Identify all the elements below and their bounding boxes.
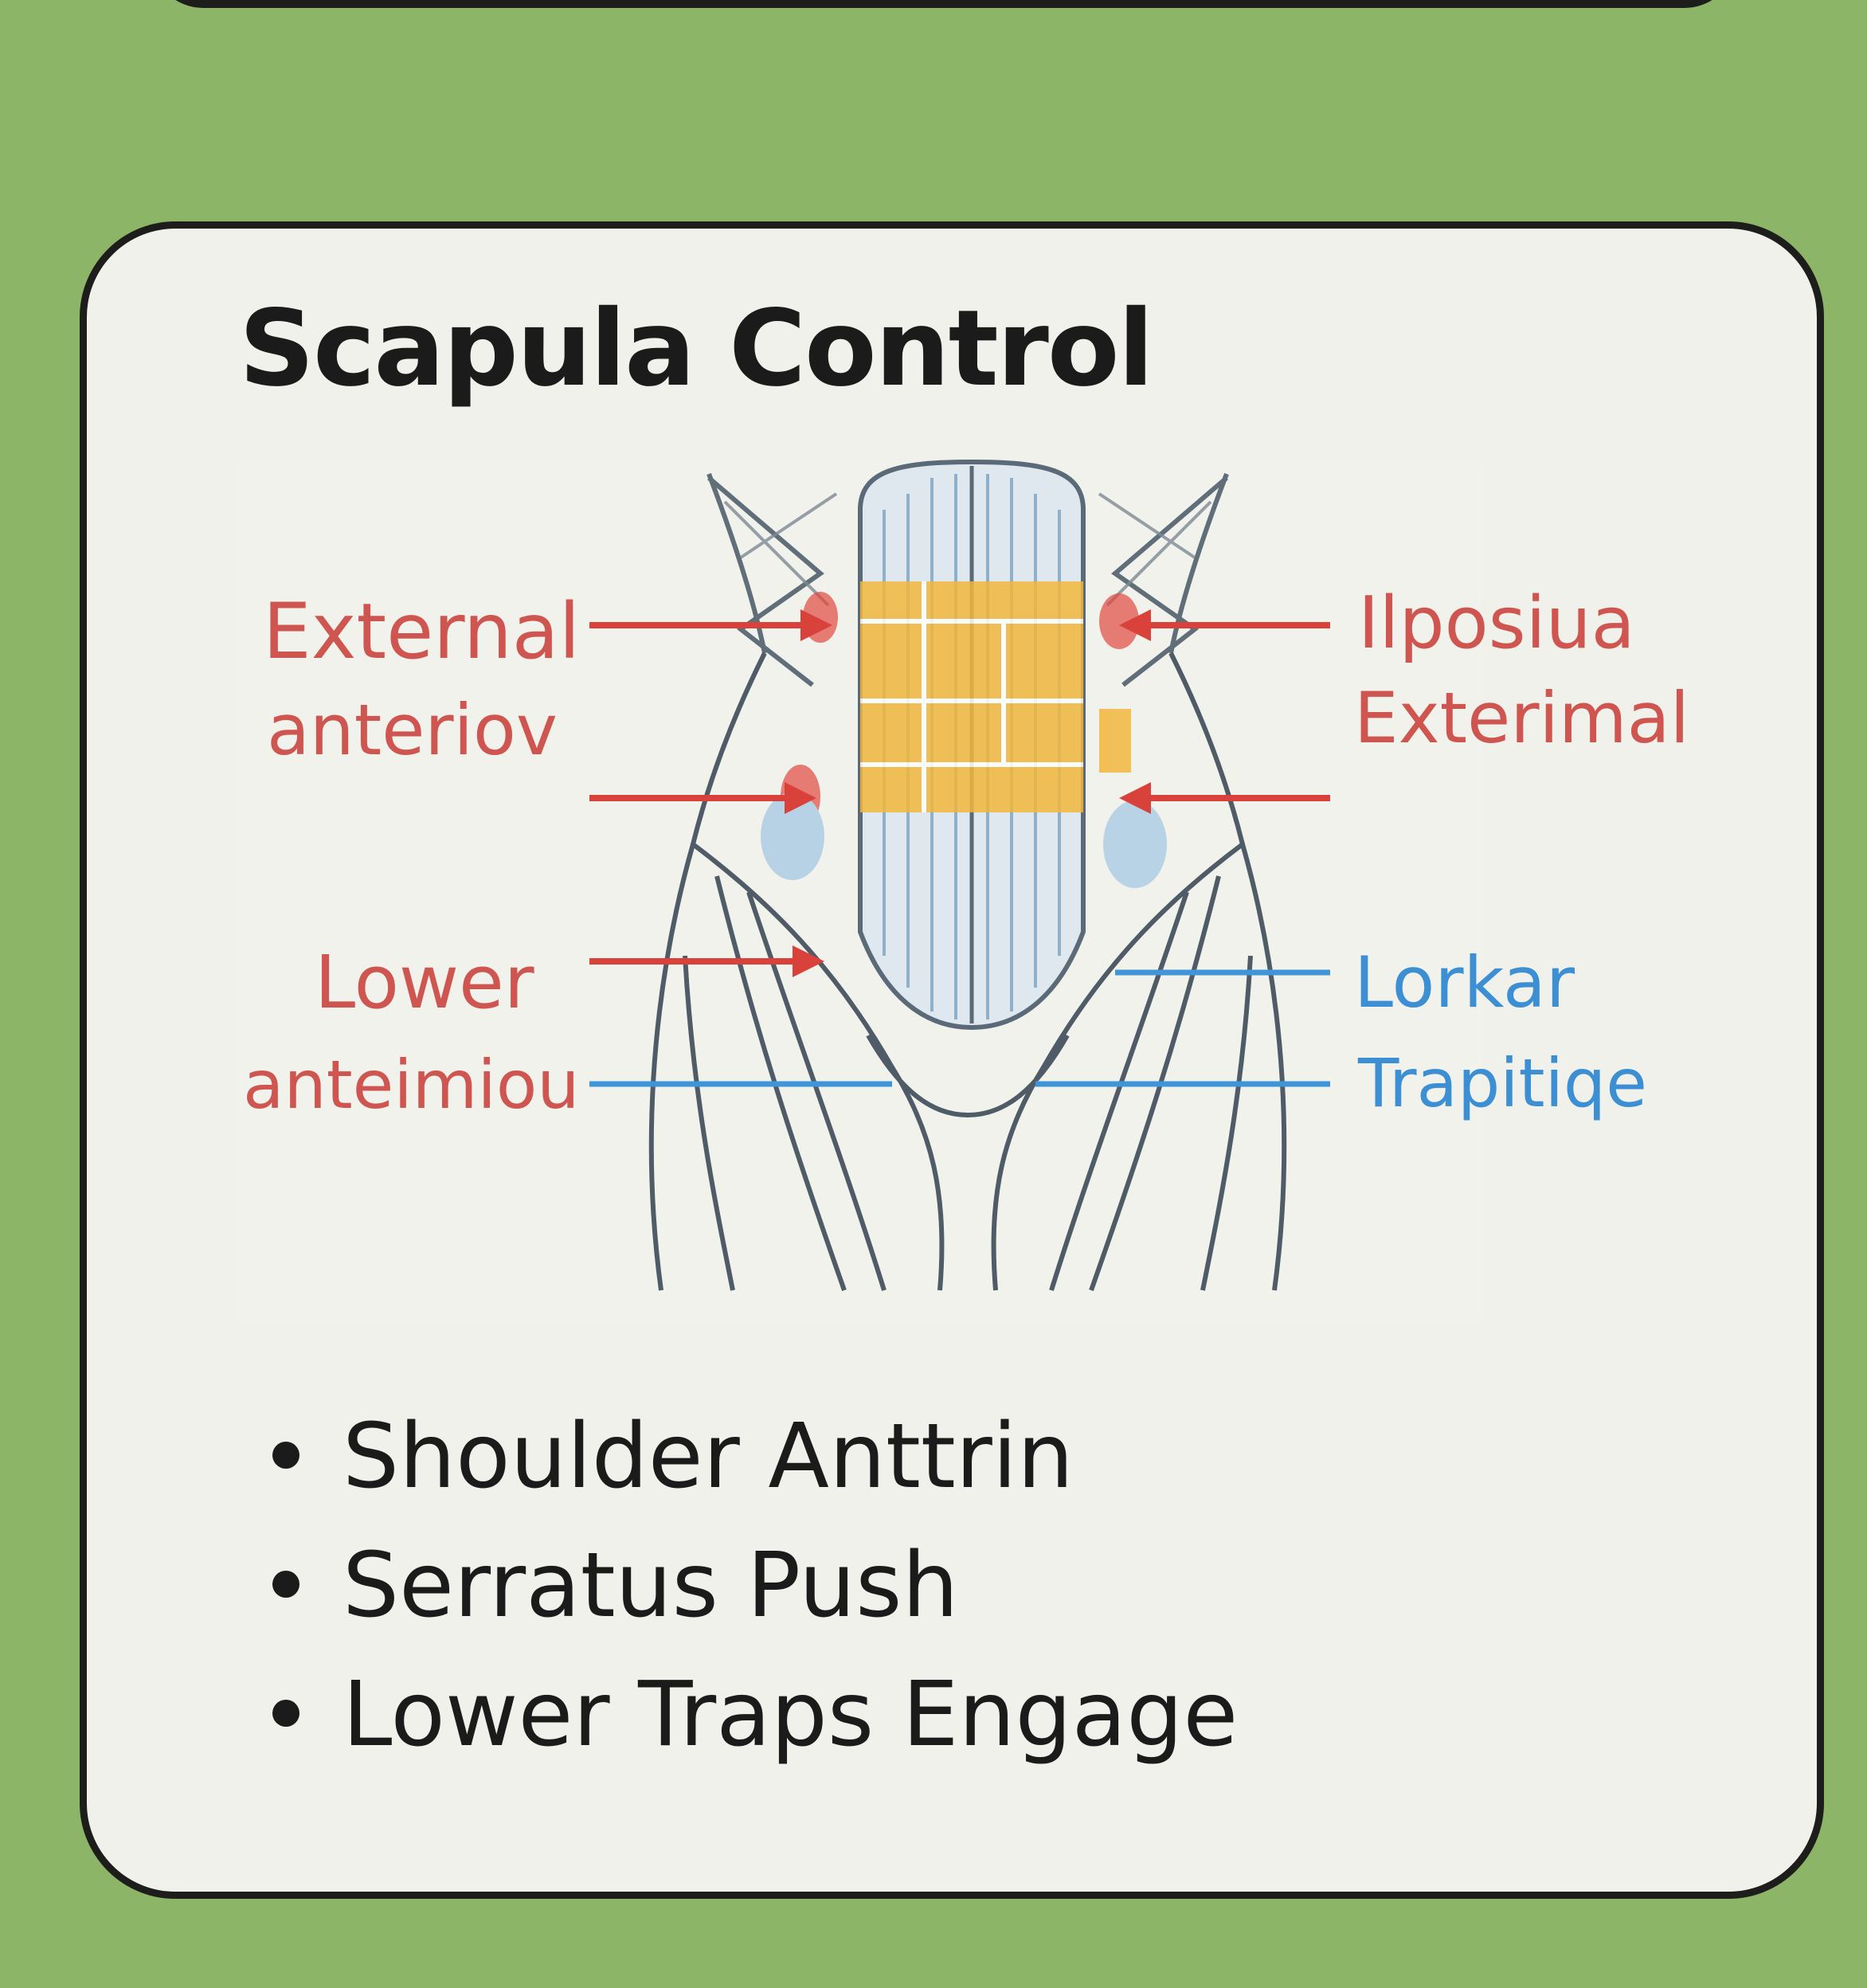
card-title: Scapula Control [239, 288, 1154, 410]
label-right-lower-2: Trapitiqe [1358, 1044, 1647, 1122]
bullet-dot-icon [272, 1700, 299, 1727]
bullet-text: Serratus Push [342, 1534, 959, 1638]
previous-card-edge [151, 0, 1736, 8]
label-left-lower-1: Lower [315, 940, 534, 1025]
bullet-text: Shoulder Anttrin [342, 1405, 1074, 1509]
label-left-lower-2: anteimiou [243, 1046, 580, 1124]
bullet-item: Shoulder Anttrin [263, 1392, 1238, 1521]
label-right-upper-1: Ilposiua [1358, 581, 1635, 665]
bullet-item: Serratus Push [263, 1521, 1238, 1650]
bullet-text: Lower Traps Engage [342, 1663, 1239, 1767]
label-left-upper-1: External [263, 587, 581, 676]
exercise-bullet-list: Shoulder Anttrin Serratus Push Lower Tra… [263, 1392, 1238, 1779]
label-right-upper-2: Exterimal [1354, 677, 1690, 759]
bullet-dot-icon [272, 1442, 299, 1469]
bullet-item: Lower Traps Engage [263, 1650, 1238, 1779]
label-right-lower-1: Lorkar [1354, 941, 1575, 1023]
bullet-dot-icon [272, 1571, 299, 1598]
label-left-upper-2: anteriov [267, 689, 558, 771]
